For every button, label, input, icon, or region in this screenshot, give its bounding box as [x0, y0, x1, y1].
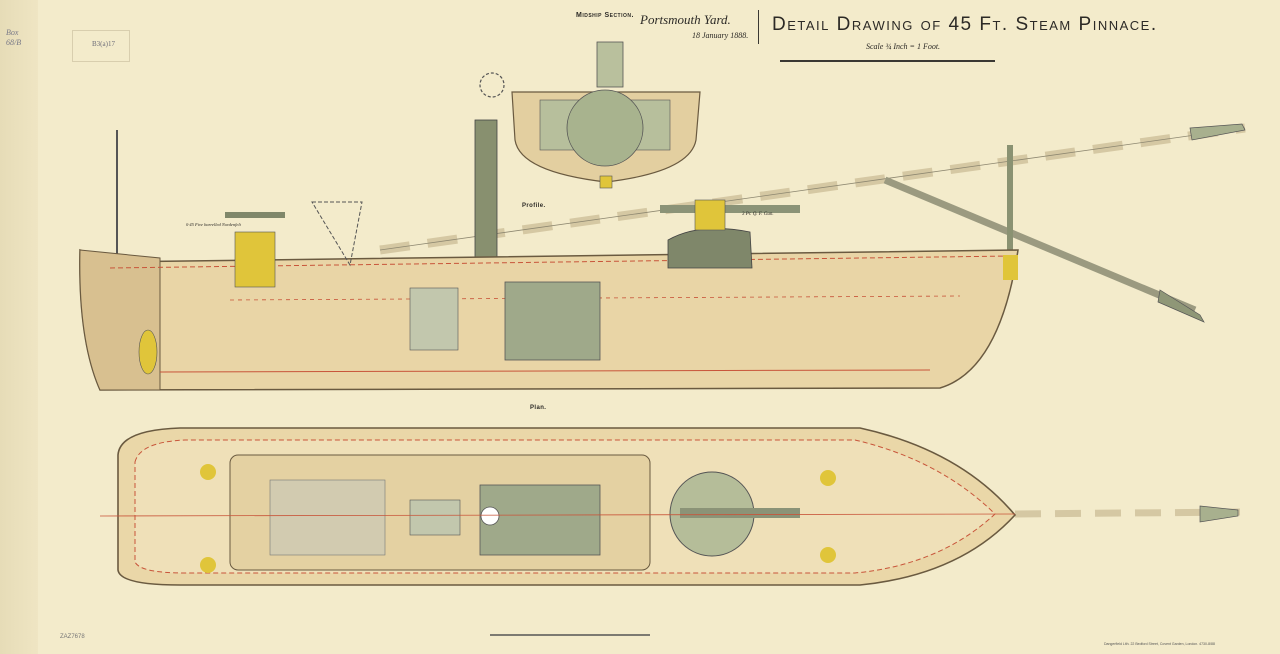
handwritten-box-reference: Box 68/B	[6, 28, 22, 47]
printer-credit: Dangerfield Lith. 22 Bedford Street, Cov…	[1104, 642, 1215, 646]
drawing-date: 18 January 1888.	[692, 31, 749, 40]
drawing-title: Detail Drawing of 45 Ft. Steam Pinnace.	[772, 14, 1158, 35]
stamp-number: B3(a)17	[92, 40, 115, 48]
midship-section-label: Midship Section.	[576, 12, 634, 19]
profile-view	[79, 119, 1246, 391]
yard-name: Portsmouth Yard.	[640, 12, 731, 27]
sheet-left-edge	[0, 0, 38, 654]
nordenfelt-gun-annotation: 0·45 Five barrelled Nordenfelt	[186, 222, 241, 227]
title-underline	[780, 60, 995, 62]
title-brace	[754, 10, 759, 44]
midship-section-view	[479, 41, 701, 189]
archive-stamp	[72, 30, 130, 62]
profile-view-label: Profile.	[522, 203, 546, 209]
qf-gun-annotation: 3 Pr. Q. F. Gun.	[742, 212, 774, 217]
plan-view-label: Plan.	[530, 405, 547, 411]
plan-view	[99, 427, 1241, 636]
catalog-number: ZAZ7678	[60, 634, 85, 640]
drawing-scale: Scale ¾ Inch = 1 Foot.	[866, 42, 941, 51]
